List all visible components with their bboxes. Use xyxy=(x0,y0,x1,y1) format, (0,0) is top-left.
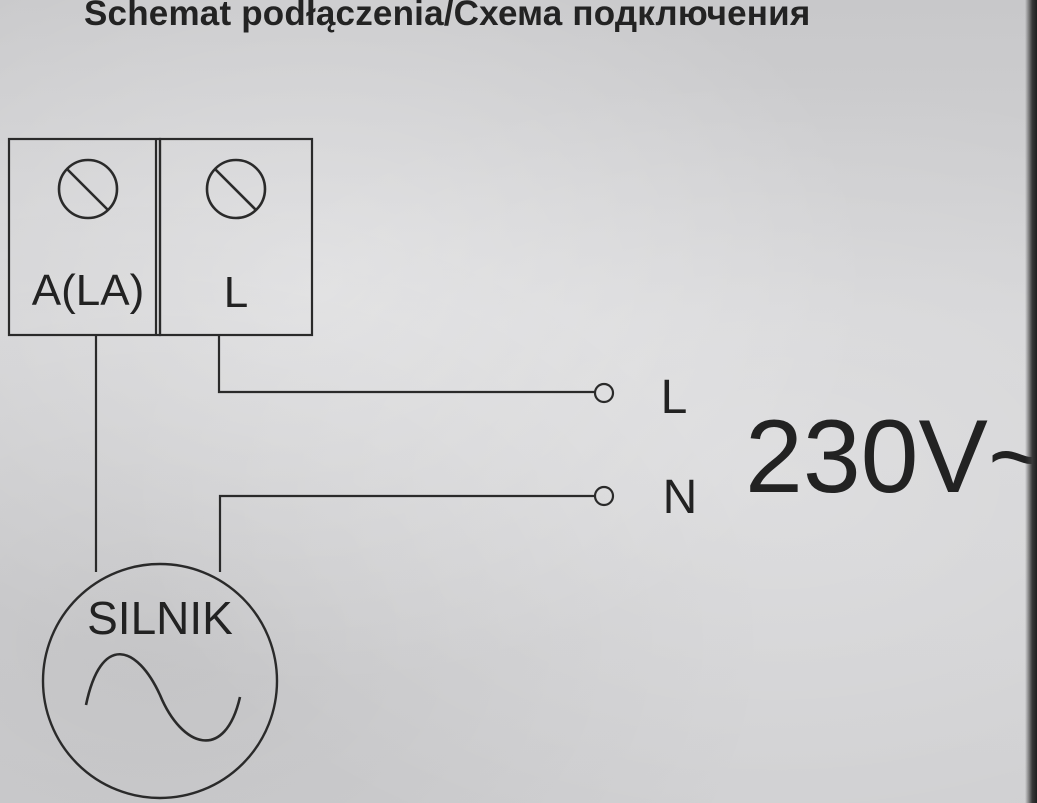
wire-n-to-motor xyxy=(218,494,595,572)
terminal-block xyxy=(7,137,314,337)
supply-voltage-label: 230V~ xyxy=(745,399,1037,515)
terminal-l-box xyxy=(158,137,314,337)
wires xyxy=(94,335,595,572)
motor-circle xyxy=(41,562,279,800)
terminal-label-a-la: A(LA) xyxy=(32,266,144,315)
terminal-label-l: L xyxy=(224,268,248,317)
wire-l-to-supply xyxy=(217,335,595,394)
photo-edge xyxy=(1025,0,1037,803)
diagram-title: Schemat podłączenia/Схема подключения xyxy=(84,0,811,33)
screw-icon xyxy=(57,158,119,220)
ac-sine-icon xyxy=(84,653,242,742)
supply-l-terminal-icon xyxy=(593,382,615,404)
supply-n-terminal-icon xyxy=(593,485,615,507)
motor-label: SILNIK xyxy=(87,592,233,644)
supply-neutral-label: N xyxy=(663,471,698,524)
supply-line-label: L xyxy=(661,371,688,424)
screw-icon xyxy=(205,158,267,220)
